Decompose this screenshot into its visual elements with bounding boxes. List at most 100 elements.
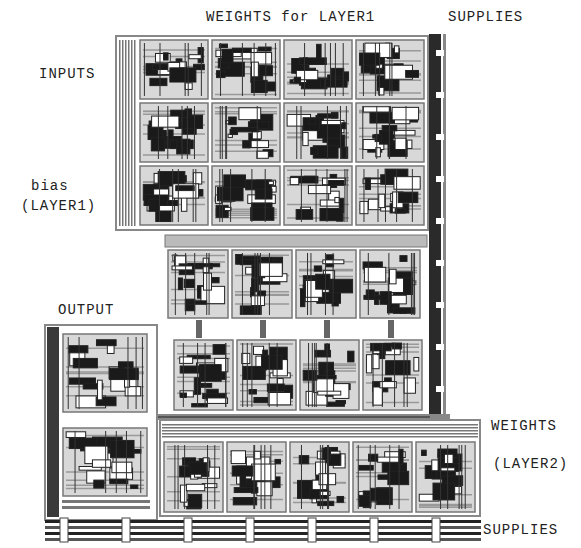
cell-outline	[284, 103, 352, 162]
layout-cell	[140, 40, 208, 99]
cell-outline	[290, 442, 349, 512]
poly-line	[260, 253, 261, 315]
device-shape	[267, 384, 284, 391]
device-shape	[332, 68, 344, 76]
cell-outline	[232, 250, 292, 318]
layout-cell	[360, 250, 420, 318]
supply-bar	[443, 34, 446, 474]
layout-label: WEIGHTS for LAYER1	[205, 9, 376, 25]
poly-line	[358, 445, 359, 509]
poly-line	[326, 169, 327, 222]
poly-line	[174, 445, 175, 509]
layout-cell	[363, 340, 422, 410]
device-shape	[66, 432, 86, 438]
device-shape	[254, 346, 264, 354]
device-shape	[231, 451, 245, 464]
poly-line	[344, 169, 345, 222]
contact	[436, 134, 444, 140]
device-shape	[246, 180, 272, 190]
cell-outline	[63, 428, 147, 496]
device-shape	[232, 466, 253, 476]
poly-line	[225, 343, 226, 407]
poly-line	[136, 337, 137, 409]
poly-line	[411, 253, 412, 315]
device-shape	[406, 70, 419, 77]
poly-line	[167, 106, 168, 159]
poly-line	[363, 169, 364, 222]
device-shape	[251, 208, 274, 221]
layout-cell	[290, 442, 349, 512]
poly-line	[394, 343, 395, 407]
poly-line	[314, 343, 315, 407]
poly-line	[225, 106, 226, 159]
device-shape	[398, 192, 418, 202]
device-shape	[252, 464, 276, 481]
poly-line	[391, 43, 392, 96]
output-frame	[45, 325, 157, 520]
device-shape	[389, 269, 396, 284]
poly-line	[187, 106, 188, 159]
device-shape	[268, 392, 290, 404]
input-line	[122, 40, 124, 226]
cell-outline	[140, 40, 208, 99]
weight-line	[162, 424, 478, 426]
poly-line	[327, 445, 328, 509]
metal-line	[240, 384, 293, 386]
device-shape	[328, 181, 344, 186]
poly-line	[346, 106, 347, 159]
device-shape	[360, 53, 380, 65]
supply-line	[45, 532, 481, 535]
layout-cell	[174, 340, 233, 410]
supply-bar	[47, 327, 59, 517]
device-shape	[371, 488, 392, 501]
poly-line	[178, 169, 179, 222]
cell-outline	[63, 334, 147, 412]
array-frame	[116, 36, 428, 230]
metal-line	[287, 93, 349, 95]
poly-line	[335, 43, 336, 96]
device-shape	[149, 199, 159, 211]
via-strip	[388, 320, 394, 338]
poly-line	[222, 169, 223, 222]
layout-cell	[300, 340, 359, 410]
poly-line	[389, 445, 390, 509]
poly-line	[327, 343, 328, 407]
poly-line	[188, 43, 189, 96]
cell-outline	[212, 40, 280, 99]
layout-cell	[227, 442, 286, 512]
device-shape	[364, 267, 385, 282]
device-shape	[170, 68, 196, 82]
poly-line	[257, 106, 258, 159]
device-shape	[193, 173, 201, 184]
poly-line	[308, 343, 309, 407]
device-shape	[69, 346, 88, 353]
array-frame	[160, 420, 480, 516]
input-line	[128, 40, 130, 226]
device-shape	[213, 345, 225, 355]
device-shape	[379, 194, 385, 207]
device-shape	[422, 450, 427, 455]
layout-cell	[212, 166, 280, 225]
input-line	[119, 40, 121, 226]
device-shape	[255, 189, 272, 199]
device-shape	[320, 209, 342, 221]
layout-cell	[168, 250, 228, 318]
device-shape	[188, 494, 202, 507]
via-strip	[260, 320, 266, 338]
poly-line	[328, 445, 329, 509]
poly-line	[159, 169, 160, 222]
poly-line	[325, 43, 326, 96]
poly-line	[222, 106, 223, 159]
device-shape	[314, 266, 321, 271]
layout-label: bias	[30, 178, 70, 194]
device-shape	[375, 134, 381, 141]
layout-label: OUTPUT	[57, 302, 115, 318]
device-shape	[400, 256, 407, 262]
device-shape	[151, 138, 164, 151]
input-line	[125, 40, 127, 226]
supply-bar	[429, 34, 441, 474]
poly-line	[373, 343, 374, 407]
layout-cell	[232, 250, 292, 318]
device-shape	[110, 368, 139, 379]
poly-line	[362, 106, 363, 159]
